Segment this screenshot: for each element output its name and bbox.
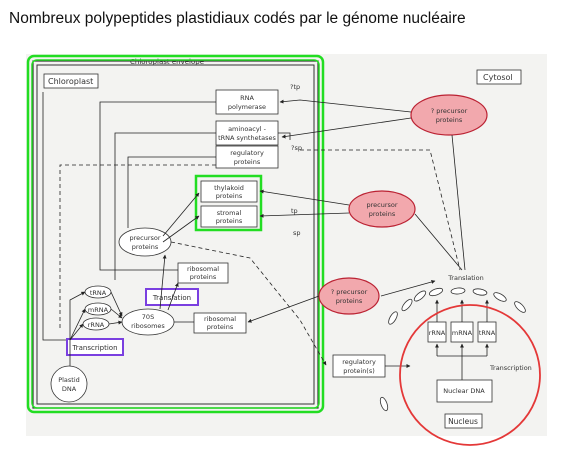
stromal-line2: proteins [216,217,243,225]
ribosomes-line2: ribosomes [131,322,165,330]
translation-chloroplast-label: Translation [152,294,191,302]
plastid-dna-circle [50,365,88,403]
precursor-low-line2: proteins [336,297,363,305]
regulatory-out-line1: regulatory [342,358,376,366]
cytosol-dashed-connectors [300,149,461,271]
trna-label: tRNA [90,289,107,297]
precursor-low-line1: ? precursor [331,288,368,296]
precursor-top-ellipse [410,94,488,136]
ribosomes-line1: 70S [142,313,154,321]
ribosomal-upper-line1: ribosomal [187,265,219,273]
ribosomal-proteins-upper-box [177,262,229,284]
transcription-chloroplast-label: Transcription [71,344,117,352]
nucleus-red-circle [399,304,541,446]
qsp-label: ?sp [291,144,302,152]
precursor-low-ellipse [318,277,380,315]
qtp-label: ?tp [290,83,300,91]
cytosol-label: Cytosol [483,73,513,82]
regulatory-line1: regulatory [230,149,264,157]
ribosomal-proteins-lower-box [193,312,247,334]
cytosol-connectors [247,99,466,368]
precursor-top-line1: ? precursor [431,107,468,115]
tp-label: tp [291,207,298,215]
plastid-dna-line2: DNA [62,385,77,393]
regulatory-line2: proteins [234,158,261,166]
plastid-dna-line1: Plastid [58,376,80,384]
rna-polymerase-line1: RNA [240,94,254,102]
transcription-chloroplast-box [66,338,124,356]
stromal-line1: stromal [217,209,242,217]
mrna-label: mRNA [88,306,109,314]
envelope-label: Chloroplast envelope [130,58,204,66]
chloroplast-label: Chloroplast [48,77,93,86]
nuc-rrna-label: rRNA [429,329,446,337]
internal-dashed-connectors [59,164,327,366]
precursor-inner-line1: precursor [129,234,160,242]
nuclear-pores [379,287,526,412]
chloroplast-highlight [26,54,325,414]
slide-title: Nombreux polypeptides plastidiaux codés … [9,10,466,27]
chloroplast-envelope-inner [36,64,315,405]
precursor-mid-line2: proteins [369,210,396,218]
aminoacyl-box [215,120,279,146]
regulatory-out-line2: protein(s) [343,367,375,375]
precursor-inner-line2: proteins [132,243,159,251]
chloroplast-label-box [43,73,99,89]
aminoacyl-line2: tRNA synthetases [218,134,276,142]
translation-chloroplast-box [145,288,199,306]
thylakoid-line2: proteins [216,192,243,200]
nuclear-dna-label: Nuclear DNA [443,387,485,395]
stromal-proteins-box [200,205,258,228]
nuc-trna-label: tRNA [479,329,496,337]
thylakoid-stromal-highlight [194,174,263,232]
transcription-nuc-label: Transcription [489,364,532,372]
cytosol-label-box [476,69,522,85]
precursor-mid-ellipse [348,190,416,228]
chloroplast-highlight-inner [31,59,320,409]
nuc-mrna-label: mRNA [452,329,473,337]
precursor-top-line2: proteins [436,116,463,124]
rrna-label: rRNA [88,321,105,329]
ribosomal-lower-line2: proteins [207,323,234,331]
nucleus-label-box [444,413,483,429]
nuclear-dna-box [436,379,493,403]
nucleus-connectors [435,299,489,380]
rna-polymerase-box [215,89,279,115]
ribosomal-upper-line2: proteins [190,273,217,281]
translation-cytosol-label: Translation [447,274,483,282]
nucleus-label: Nucleus [448,417,478,426]
thylakoid-line1: thylakoid [214,184,244,192]
sp-label: sp [293,229,301,237]
aminoacyl-line1: aminoacyl - [228,125,266,133]
thylakoid-proteins-box [200,180,258,203]
precursor-mid-line1: precursor [366,201,397,209]
rna-polymerase-line2: polymerase [228,103,266,111]
internal-connectors [42,92,291,366]
ribosomal-lower-line1: ribosomal [204,315,236,323]
